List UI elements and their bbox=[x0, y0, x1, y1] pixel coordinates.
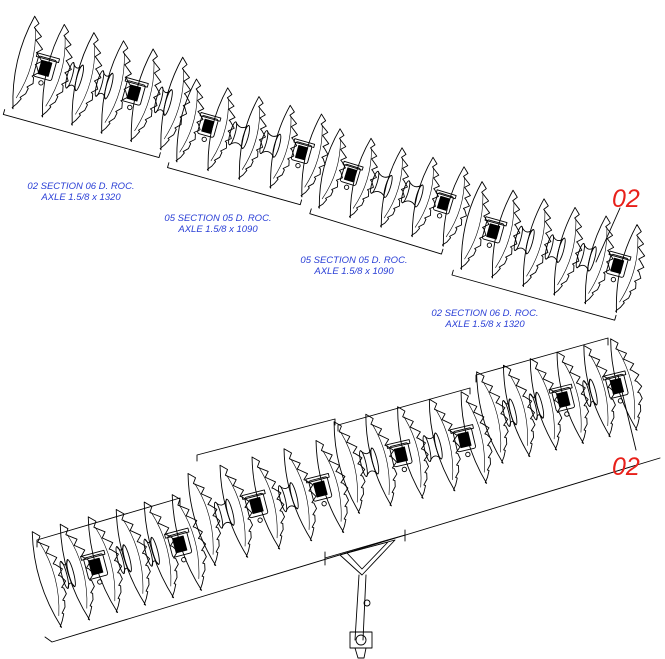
section-label-1-line2: AXLE 1.5/8 x 1320 bbox=[41, 192, 121, 203]
section-label-1: 02 SECTION 06 D. ROC. AXLE 1.5/8 x 1320 bbox=[6, 181, 156, 203]
section-lower-1 bbox=[31, 494, 207, 628]
section-label-1-line1: 02 SECTION 06 D. ROC. bbox=[27, 181, 135, 192]
section-lower-4 bbox=[476, 338, 643, 464]
bracket-lower-2 bbox=[196, 418, 336, 462]
main-frame-beam bbox=[44, 457, 661, 643]
section-upper-4 bbox=[451, 181, 646, 321]
callout-leader-top bbox=[595, 207, 621, 263]
section-label-2-line2: AXLE 1.5/8 x 1090 bbox=[178, 224, 258, 235]
callout-part-number-bottom: 02 bbox=[612, 453, 640, 481]
section-label-4-line2: AXLE 1.5/8 x 1320 bbox=[445, 319, 525, 330]
section-upper-1 bbox=[2, 15, 192, 159]
section-upper-1-bracket bbox=[2, 109, 161, 159]
section-upper-3 bbox=[309, 128, 471, 255]
bracket-lower-4 bbox=[475, 337, 609, 383]
callout-leader-bottom bbox=[617, 374, 637, 451]
bracket-lower-1 bbox=[36, 497, 181, 548]
callout-part-number-top: 02 bbox=[612, 185, 640, 213]
section-lower-3 bbox=[333, 391, 493, 514]
section-label-2-line1: 05 SECTION 05 D. ROC. bbox=[164, 213, 272, 224]
section-label-4-line1: 02 SECTION 06 D. ROC. bbox=[431, 308, 539, 319]
section-lower-2 bbox=[187, 440, 349, 566]
section-label-4: 02 SECTION 06 D. ROC. AXLE 1.5/8 x 1320 bbox=[410, 308, 560, 330]
section-upper-4-bracket bbox=[451, 269, 617, 321]
section-upper-2 bbox=[167, 78, 330, 206]
section-upper-3-bracket bbox=[309, 208, 444, 255]
section-label-3-line1: 05 SECTION 05 D. ROC. bbox=[300, 255, 408, 266]
section-label-2: 05 SECTION 05 D. ROC. AXLE 1.5/8 x 1090 bbox=[143, 213, 293, 235]
hitch-tongue bbox=[339, 539, 396, 659]
bracket-lower-3 bbox=[337, 387, 471, 432]
section-label-3-line2: AXLE 1.5/8 x 1090 bbox=[314, 266, 394, 277]
section-label-3: 05 SECTION 05 D. ROC. AXLE 1.5/8 x 1090 bbox=[279, 255, 429, 277]
hitch-beam bbox=[324, 529, 406, 566]
section-upper-2-bracket bbox=[167, 162, 303, 206]
